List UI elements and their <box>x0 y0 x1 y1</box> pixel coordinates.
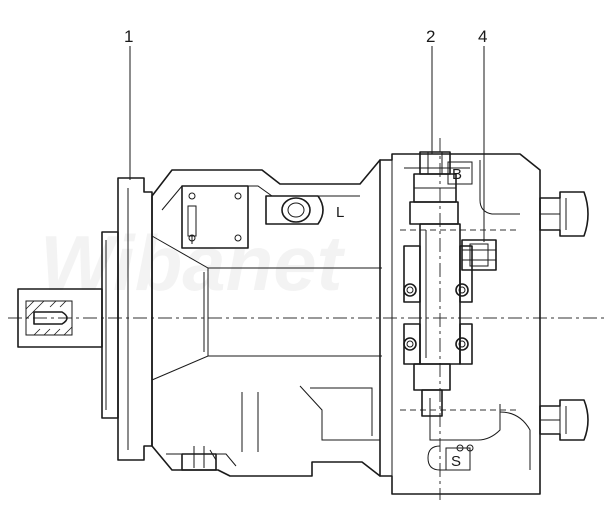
port-b-marker <box>447 161 473 185</box>
port-s-marker <box>445 447 471 471</box>
callout-4: 4 <box>478 27 487 46</box>
callout-1: 1 <box>124 27 133 46</box>
bottom-plug <box>181 446 217 471</box>
plug-lower-right <box>539 399 589 441</box>
plug-upper-right <box>539 191 589 237</box>
port-l-boss <box>265 195 324 225</box>
port-b-label: B <box>452 166 462 183</box>
control-valve <box>403 151 473 417</box>
port-l-label: L <box>336 204 344 221</box>
adjusting-fitting <box>461 239 497 271</box>
callout-2: 2 <box>426 27 435 46</box>
port-plate <box>379 153 541 495</box>
watermark-text: Wibanet <box>40 219 346 307</box>
drive-shaft <box>17 288 103 348</box>
cover-plate <box>181 185 249 249</box>
port-s-label: S <box>451 453 461 470</box>
